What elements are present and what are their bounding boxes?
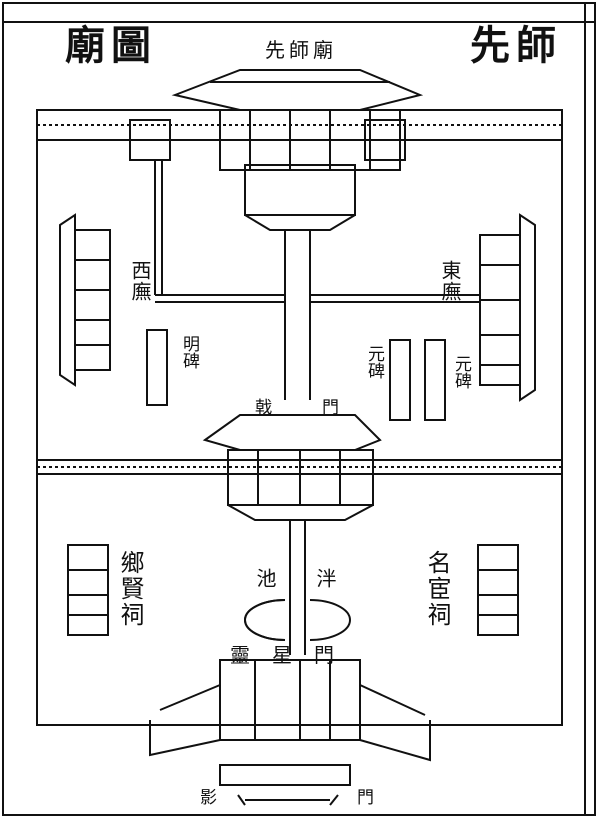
title-right: 先師 [470, 22, 562, 69]
west-hall-label: 西廡 [128, 260, 152, 302]
lingxing-gate-structure [149, 659, 431, 762]
famous-officials-shrine-building [477, 544, 519, 636]
halberd-gate-label: 戟門 [255, 398, 389, 418]
stele-left [146, 329, 168, 406]
stele-mid-label: 元碑 [364, 345, 384, 379]
stele-right-label: 元碑 [451, 355, 471, 389]
header-caption: 先師廟 [265, 38, 337, 62]
stele-mid [389, 339, 411, 421]
pan-pond [244, 599, 352, 641]
east-hall-label: 東廡 [438, 260, 462, 302]
shadow-wall-structure [219, 764, 351, 806]
halberd-gate-building [202, 414, 382, 521]
village-worthies-shrine-label: 鄉賢祠 [116, 550, 144, 628]
main-hall [129, 69, 424, 231]
east-hall-building [479, 213, 536, 402]
shadow-wall-label: 影門 [200, 788, 514, 808]
pan-pond-label-left: 池 [253, 568, 277, 589]
village-worthies-shrine-building [67, 544, 109, 636]
famous-officials-shrine-label: 名宦祠 [423, 550, 451, 628]
lingxing-gate-label: 靈星門 [230, 643, 356, 667]
pan-pond-label-right: 泮 [313, 568, 337, 589]
stele-right [424, 339, 446, 421]
stele-left-label: 明碑 [179, 335, 199, 369]
title-left: 廟圖 [65, 22, 157, 69]
west-hall-building [59, 213, 111, 387]
